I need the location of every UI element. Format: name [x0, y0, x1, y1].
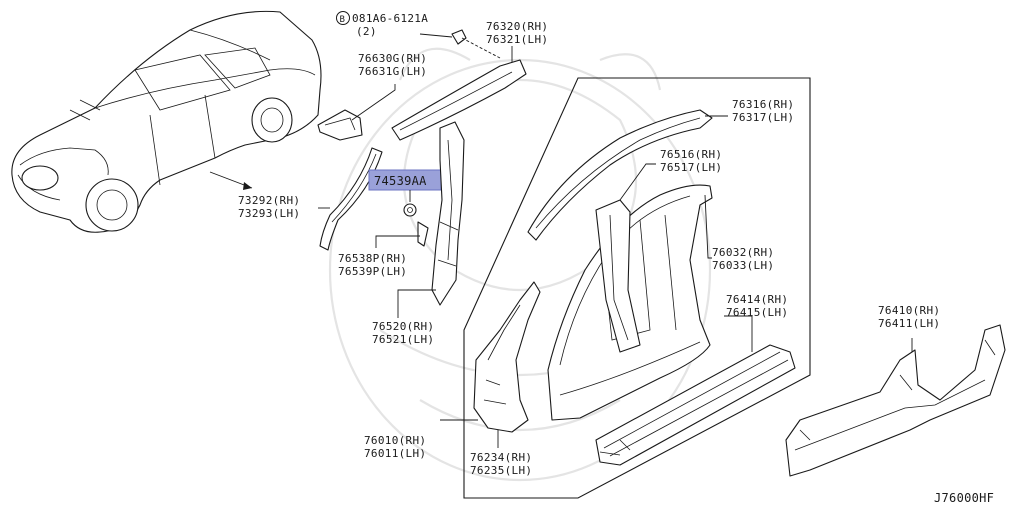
part-76316: 76316(RH) 76317(LH) [527, 98, 794, 241]
label-76320-rh: 76320(RH) [486, 20, 548, 33]
label-76538p-rh: 76538P(RH) [338, 252, 407, 265]
label-76414-lh: 76415(LH) [726, 306, 788, 319]
label-76320-lh: 76321(LH) [486, 33, 548, 46]
label-76316-rh: 76316(RH) [732, 98, 794, 111]
label-76520-lh: 76521(LH) [372, 333, 434, 346]
part-73292: 73292(RH) 73293(LH) [238, 147, 383, 251]
label-76538p-lh: 76539P(LH) [338, 265, 407, 278]
label-76032-rh: 76032(RH) [712, 246, 774, 259]
part-76234: 76234(RH) 76235(LH) [470, 430, 532, 477]
part-74539aa: 74539AA [368, 169, 442, 217]
label-76414-rh: 76414(RH) [726, 293, 788, 306]
label-74539aa: 74539AA [374, 174, 427, 188]
label-76630g-lh: 76631G(LH) [358, 65, 427, 78]
body-side-group-frame [463, 77, 811, 499]
label-76316-lh: 76317(LH) [732, 111, 794, 124]
label-76516-rh: 76516(RH) [660, 148, 722, 161]
bolt-symbol: B [340, 15, 346, 25]
part-76538p: 76538P(RH) 76539P(LH) [338, 221, 429, 278]
bolt-081a6: B 081A6-6121A (2) [336, 11, 501, 59]
label-76234-rh: 76234(RH) [470, 451, 532, 464]
diagram-code: J76000HF [934, 491, 994, 505]
part-76414: 76414(RH) 76415(LH) [595, 293, 796, 466]
part-76010: 76010(RH) 76011(LH) [364, 281, 541, 460]
label-76010-lh: 76011(LH) [364, 447, 426, 460]
label-76630g-rh: 76630G(RH) [358, 52, 427, 65]
label-73292-lh: 73293(LH) [238, 207, 300, 220]
part-76516: 76516(RH) 76517(LH) [595, 148, 722, 353]
part-76630g: 76630G(RH) 76631G(LH) [317, 52, 427, 141]
part-76520: 76520(RH) 76521(LH) [372, 121, 465, 346]
label-76010-rh: 76010(RH) [364, 434, 426, 447]
car-illustration [11, 10, 322, 233]
part-76410: 76410(RH) 76411(LH) [785, 304, 1006, 477]
label-76410-lh: 76411(LH) [878, 317, 940, 330]
label-76520-rh: 76520(RH) [372, 320, 434, 333]
label-76516-lh: 76517(LH) [660, 161, 722, 174]
label-76032-lh: 76033(LH) [712, 259, 774, 272]
bolt-quantity: (2) [356, 25, 377, 38]
part-76320: 76320(RH) 76321(LH) [391, 20, 548, 141]
label-76410-rh: 76410(RH) [878, 304, 940, 317]
label-76234-lh: 76235(LH) [470, 464, 532, 477]
bolt-part-number: 081A6-6121A [352, 12, 428, 25]
label-73292-rh: 73292(RH) [238, 194, 300, 207]
